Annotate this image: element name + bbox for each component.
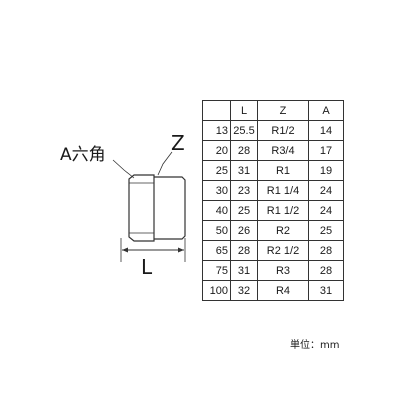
dim-arrow-right xyxy=(178,247,184,253)
table-cell-l: 28 xyxy=(230,140,258,161)
table-cell-z: R1 1/2 xyxy=(257,200,309,221)
table-cell-z: R3/4 xyxy=(257,140,309,161)
table-cell-l: 31 xyxy=(230,260,258,281)
thread-section-outline xyxy=(154,176,186,240)
table-cell-a: 24 xyxy=(308,200,344,221)
table-cell-z: R4 xyxy=(257,280,309,301)
table-cell-z: R2 1/2 xyxy=(257,240,309,261)
table-cell-l: 23 xyxy=(230,180,258,201)
label-l: L xyxy=(141,255,153,279)
table-cell-size: 50 xyxy=(202,220,231,241)
table-cell-size: 25 xyxy=(202,160,231,181)
label-a-hex: A六角 xyxy=(60,145,106,165)
table-cell-size: 13 xyxy=(202,120,231,141)
table-cell-l: 32 xyxy=(230,280,258,301)
table-cell-z: R3 xyxy=(257,260,309,281)
table-cell-z: R1 xyxy=(257,160,309,181)
header-cell-z: Z xyxy=(257,100,309,121)
table-cell-z: R1/2 xyxy=(257,120,309,141)
table-cell-a: 28 xyxy=(308,240,344,261)
table-cell-a: 25 xyxy=(308,220,344,241)
table-cell-size: 30 xyxy=(202,180,231,201)
table-cell-z: R2 xyxy=(257,220,309,241)
table-cell-size: 40 xyxy=(202,200,231,221)
table-cell-l: 25.5 xyxy=(230,120,258,141)
table-cell-a: 31 xyxy=(308,280,344,301)
hex-head-outline xyxy=(128,174,155,242)
table-cell-size: 75 xyxy=(202,260,231,281)
leader-z xyxy=(157,151,173,176)
table-cell-l: 28 xyxy=(230,240,258,261)
table-cell-l: 25 xyxy=(230,200,258,221)
header-cell-size xyxy=(202,100,231,121)
table-cell-a: 28 xyxy=(308,260,344,281)
table-cell-l: 26 xyxy=(230,220,258,241)
table-cell-size: 100 xyxy=(202,280,231,301)
leader-a-hex xyxy=(112,159,135,179)
table-cell-size: 65 xyxy=(202,240,231,261)
table-cell-a: 19 xyxy=(308,160,344,181)
table-cell-l: 31 xyxy=(230,160,258,181)
table-cell-size: 20 xyxy=(202,140,231,161)
table-cell-a: 17 xyxy=(308,140,344,161)
table-header-row: L Z A xyxy=(202,100,344,121)
dim-arrow-left xyxy=(122,247,128,253)
header-cell-l: L xyxy=(230,100,258,121)
table-cell-a: 24 xyxy=(308,180,344,201)
unit-note: 単位：mm xyxy=(290,340,340,351)
table-cell-z: R1 1/4 xyxy=(257,180,309,201)
table-cell-a: 14 xyxy=(308,120,344,141)
label-z: Z xyxy=(171,131,185,155)
header-cell-a: A xyxy=(308,100,344,121)
